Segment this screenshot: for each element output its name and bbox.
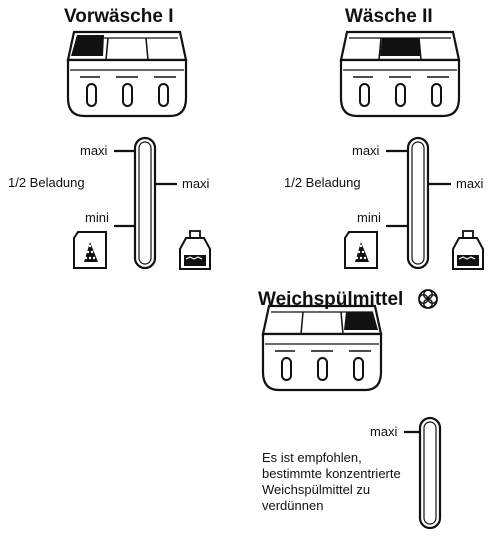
highlighted-compartment-weichspuelmittel [344,312,378,330]
label-half-load-2: 1/2 Beladung [284,175,361,190]
label-maxi-top: maxi [80,143,108,158]
liquid-detergent-icon-2 [452,230,484,270]
liquid-detergent-icon [179,230,211,270]
title-vorwaesche: Vorwäsche I [64,6,174,27]
powder-detergent-icon [73,231,107,269]
label-maxi-side-2: maxi [456,176,484,191]
drawer-weichspuelmittel [261,304,383,392]
label-half-load: 1/2 Beladung [8,175,85,190]
powder-detergent-icon-2 [344,231,378,269]
label-mini: mini [85,210,109,225]
level-gauge-vorwaesche [114,136,177,270]
softener-note: Es ist empfohlen, bestimmte konzentriert… [262,450,401,513]
flower-symbol-icon [418,289,438,309]
highlighted-compartment-vorwaesche [71,35,104,56]
drawer-waesche [339,30,461,118]
level-gauge-weichspuelmittel [404,416,442,530]
title-weichspuelmittel: Weichspülmittel [258,289,404,310]
label-mini-2: mini [357,210,381,225]
highlighted-compartment-waesche [380,38,420,56]
drawer-vorwaesche [66,30,188,118]
title-waesche: Wäsche II [345,6,433,27]
label-maxi-softener: maxi [370,424,398,439]
label-maxi-side: maxi [182,176,210,191]
label-maxi-top-2: maxi [352,143,380,158]
level-gauge-waesche [386,136,451,270]
